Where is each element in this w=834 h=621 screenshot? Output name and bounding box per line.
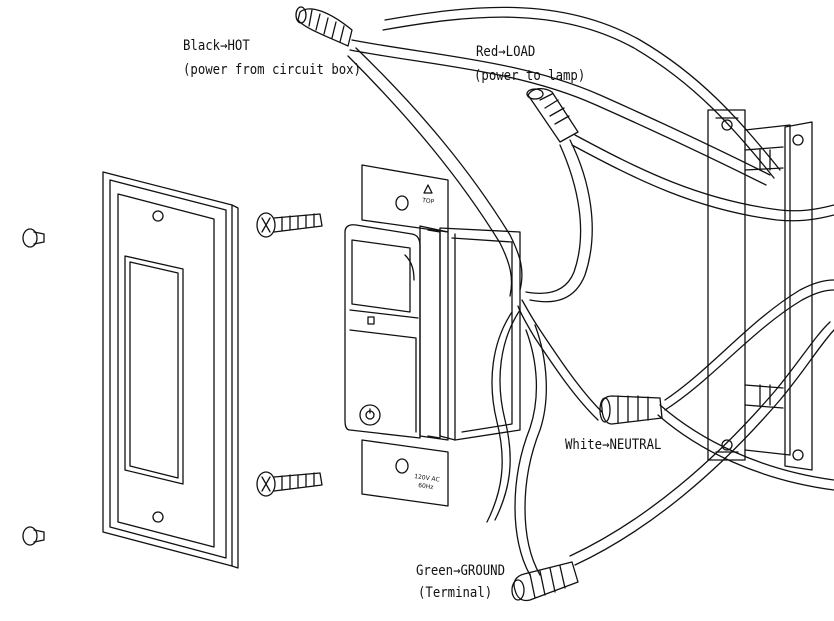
junction-box — [707, 109, 813, 471]
wire-red-load — [525, 139, 593, 303]
wire-nut-neutral — [599, 395, 663, 425]
wire-white-to-switch — [517, 299, 603, 421]
wire-black-hot-lower — [347, 47, 523, 297]
plate-screw-top — [22, 228, 45, 248]
label-black-hot-note: (power from circuit box) — [183, 62, 362, 78]
wire-switch-pigtail — [486, 309, 521, 523]
label-white-neutral: White→NEUTRAL — [565, 437, 662, 453]
top-mark: TOP — [421, 197, 435, 206]
wire-nut-load — [526, 87, 579, 143]
top-arrow-icon — [423, 184, 433, 194]
label-red-load: Red→LOAD — [476, 44, 536, 60]
label-black-hot: Black→HOT — [183, 38, 250, 54]
label-green-ground-note: (Terminal) — [418, 585, 493, 601]
label-red-load-note: (power to lamp) — [474, 68, 586, 84]
plate-screw-bottom — [22, 526, 45, 546]
occupancy-switch — [344, 164, 521, 507]
mounting-screw-top — [256, 212, 323, 238]
wire-red-load-out — [571, 134, 834, 222]
label-green-ground: Green→GROUND — [416, 563, 506, 579]
rating-line1: 120V AC — [414, 473, 440, 484]
wire-black-hot — [349, 39, 771, 186]
wire-green-ground — [514, 321, 834, 576]
wire-nut-ground — [511, 561, 579, 602]
wire-nut-hot — [295, 6, 353, 47]
wall-plate — [102, 171, 239, 569]
rating-line2: 60Hz — [418, 482, 434, 491]
wire-top-loop — [382, 6, 781, 179]
mounting-screw-bottom — [256, 471, 323, 497]
